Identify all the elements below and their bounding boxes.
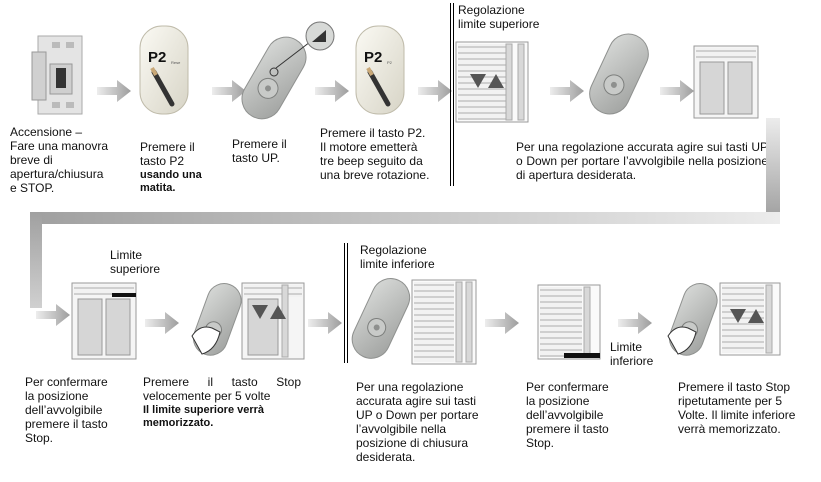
blind-up-down-illustration	[455, 41, 529, 123]
remote-stop-hand-illustration	[190, 280, 246, 360]
step-9-text: Per confermare la posizione dell’avvolgi…	[526, 380, 609, 450]
arrow-right-icon	[618, 312, 652, 339]
connector-line	[30, 212, 780, 224]
connector-line	[766, 118, 780, 218]
arrow-right-icon	[315, 80, 349, 107]
section-divider	[450, 3, 454, 186]
step-1-text: Accensione – Fare una manovra breve di a…	[10, 125, 109, 195]
arrow-right-icon	[550, 80, 584, 107]
step-10-text: Premere il tasto Stop ripetutamente per …	[678, 380, 796, 436]
section-divider	[344, 243, 348, 363]
arrow-right-icon	[36, 304, 70, 331]
breaker-switch-illustration	[22, 30, 90, 118]
step-2-bold: usando una matita.	[140, 169, 202, 194]
step-2-text: Premere il tasto P2	[140, 140, 195, 168]
arrow-right-icon	[308, 312, 342, 339]
arrow-right-icon	[212, 80, 246, 107]
step-7-text: Premere il tasto Stop velocemente per 5 …	[143, 375, 301, 403]
arrow-right-icon	[485, 312, 519, 339]
arrow-right-icon	[418, 80, 452, 107]
window-limit-upper-illustration	[71, 282, 137, 360]
remote-white-pencil-illustration: P2 Rese	[134, 24, 204, 116]
connector-line	[30, 212, 42, 308]
remote-stop-hand-illustration	[666, 280, 722, 360]
remote-gray-illustration	[350, 272, 412, 362]
arrow-right-icon	[660, 80, 694, 107]
p2-label: P2	[148, 49, 166, 66]
remote-small-text: P2	[387, 60, 393, 65]
blind-closing-illustration	[411, 279, 477, 365]
remote-gray-up-illustration	[240, 20, 340, 120]
section-title-lower: Regolazione limite inferiore	[360, 243, 435, 271]
blind-limit-lower-illustration	[537, 284, 601, 360]
window-open-illustration	[693, 45, 759, 119]
step-6-text: Per confermare la posizione dell’avvolgi…	[25, 375, 108, 445]
p2-label: P2	[364, 49, 382, 66]
limit-lower-label: Limite inferiore	[610, 340, 654, 368]
arrow-right-icon	[97, 80, 131, 107]
step-5-text: Per una regolazione accurata agire sui t…	[516, 140, 768, 182]
blind-up-down-illustration	[241, 282, 305, 360]
arrow-right-icon	[145, 312, 179, 339]
remote-white-pencil-illustration: P2 P2	[350, 24, 420, 116]
remote-small-text: Rese	[171, 60, 181, 65]
limit-upper-label: Limite superiore	[110, 248, 161, 276]
step-7-bold: Il limite superiore verrà memorizzato.	[143, 404, 265, 429]
blind-up-down-illustration	[719, 282, 781, 356]
section-title-upper: Regolazione limite superiore	[458, 3, 540, 31]
remote-gray-illustration	[585, 28, 655, 118]
step-8-text: Per una regolazione accurata agire sui t…	[356, 380, 479, 464]
step-4-text: Premere il tasto P2. Il motore emetterà …	[320, 126, 430, 182]
step-3-text: Premere il tasto UP.	[232, 137, 287, 165]
